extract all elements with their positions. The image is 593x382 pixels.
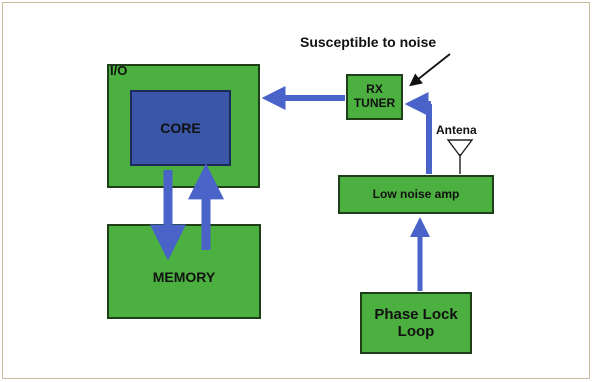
core-label: CORE xyxy=(160,119,201,136)
rx-tuner-line1: RX xyxy=(366,82,383,97)
antenna-label: Antena xyxy=(436,123,477,137)
rx-tuner-block xyxy=(346,74,403,120)
pll-line1: Phase Lock xyxy=(374,305,458,323)
rx-tuner-label: RX TUNER xyxy=(346,74,403,120)
low-noise-amp-label: Low noise amp xyxy=(372,186,460,201)
antenna-icon xyxy=(446,139,474,174)
memory-label: MEMORY xyxy=(152,268,216,285)
rx-tuner-line2: TUNER xyxy=(353,96,396,110)
phase-lock-loop-label: Phase Lock Loop xyxy=(360,292,472,354)
io-label: I/O xyxy=(110,63,128,78)
noise-pointer-arrow xyxy=(409,53,451,87)
low-noise-amp-block xyxy=(338,175,494,214)
pll-line2: Loop xyxy=(397,323,435,340)
core-block xyxy=(130,90,231,166)
phase-lock-loop-block xyxy=(360,292,472,354)
figure-frame xyxy=(2,2,590,379)
noise-annotation: Susceptible to noise xyxy=(300,34,437,50)
